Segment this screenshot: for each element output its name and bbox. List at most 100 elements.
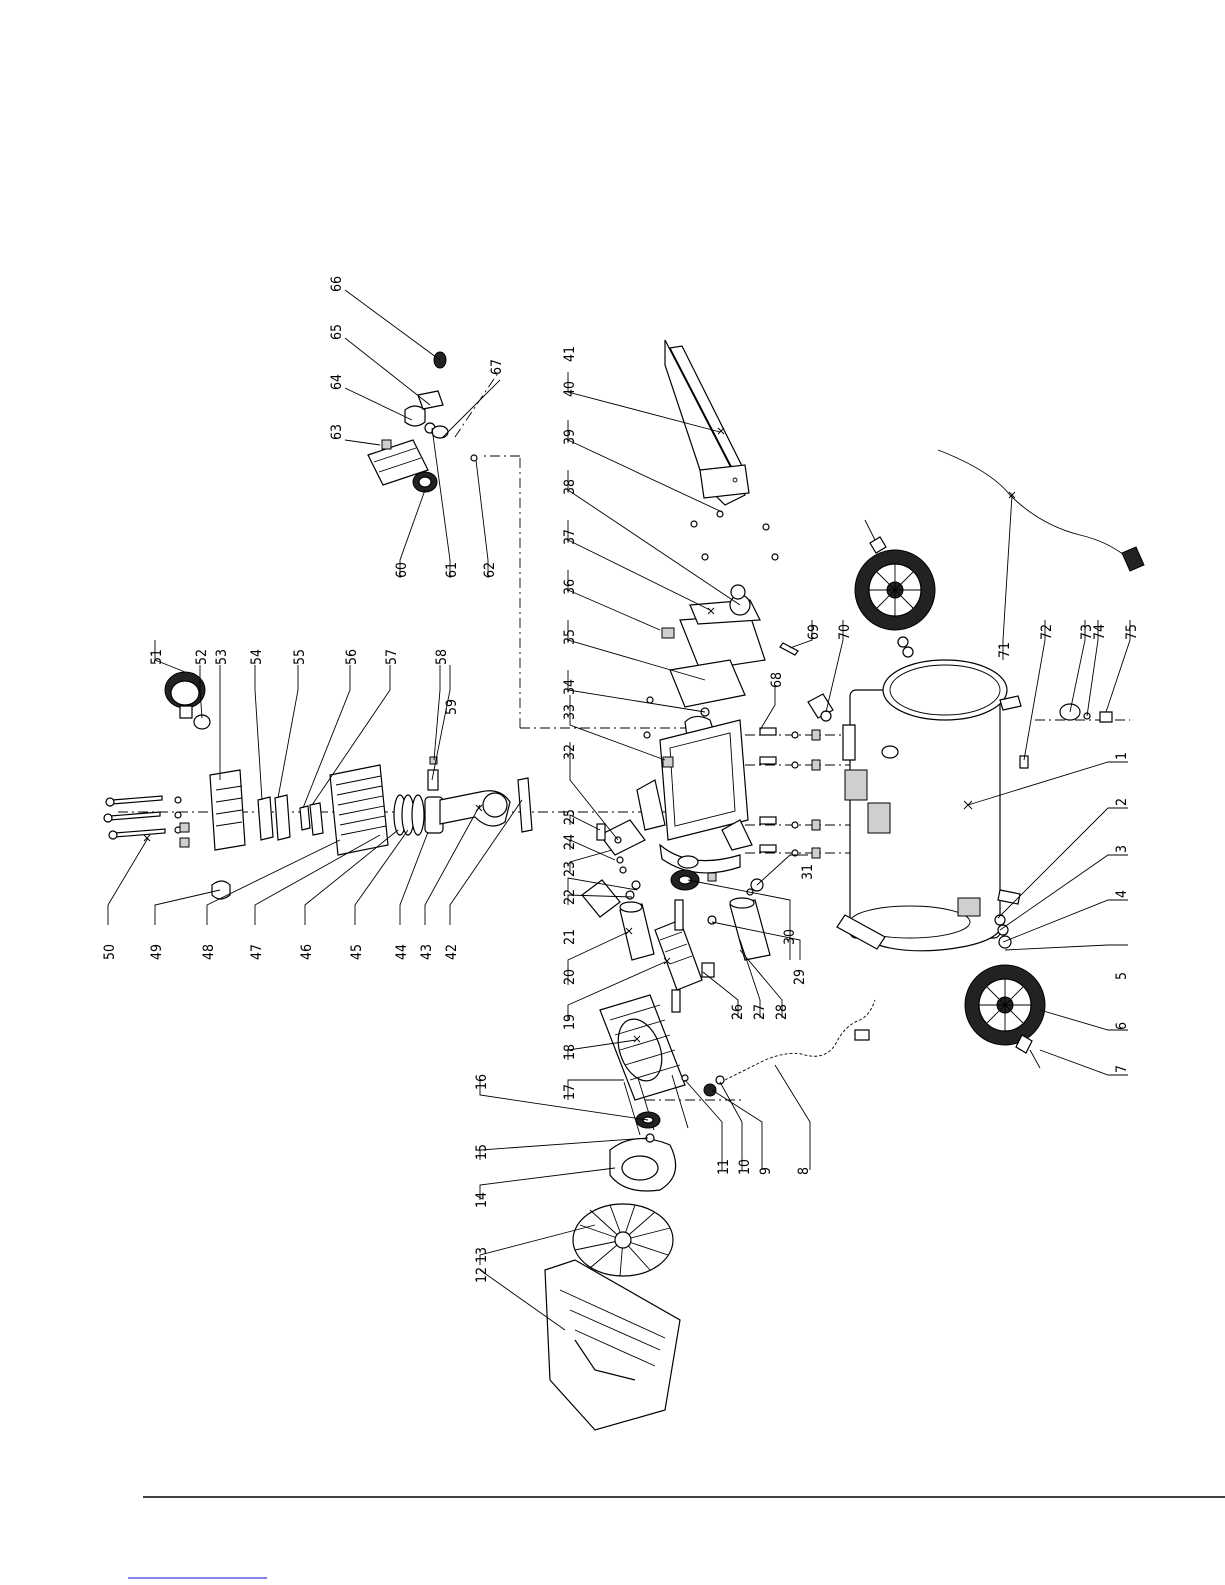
endshield-14-16 xyxy=(610,1112,676,1191)
label-57: 57 xyxy=(384,649,400,665)
label-49: 49 xyxy=(149,944,165,960)
label-75: 75 xyxy=(1124,624,1140,640)
label-56: 56 xyxy=(344,649,360,665)
label-7: 7 xyxy=(1114,1065,1130,1073)
label-44: 44 xyxy=(394,944,410,960)
label-51: 51 xyxy=(149,649,165,665)
crankcase xyxy=(637,720,752,873)
cylinder-head-53 xyxy=(210,770,245,850)
rotor-19 xyxy=(655,900,702,1012)
label-20: 20 xyxy=(562,969,578,985)
label-65: 65 xyxy=(329,324,345,340)
label-14: 14 xyxy=(474,1192,490,1208)
label-40: 40 xyxy=(562,381,578,397)
label-6: 6 xyxy=(1114,1022,1130,1030)
label-52: 52 xyxy=(194,649,210,665)
label-27: 27 xyxy=(752,1004,768,1020)
feet-screws xyxy=(760,728,820,858)
filter-51-52 xyxy=(165,672,210,729)
label-53: 53 xyxy=(214,649,230,665)
label-63: 63 xyxy=(329,424,345,440)
label-32: 32 xyxy=(562,744,578,760)
screws-40 xyxy=(691,511,778,560)
label-70: 70 xyxy=(837,624,853,640)
cylinder-48 xyxy=(330,765,388,855)
label-55: 55 xyxy=(292,649,308,665)
sensor-26 xyxy=(702,963,714,977)
label-8: 8 xyxy=(796,1167,812,1175)
capacitor-27-28 xyxy=(730,898,770,960)
power-cable xyxy=(938,450,1144,571)
label-2: 2 xyxy=(1114,798,1130,806)
label-1: 1 xyxy=(1114,752,1130,760)
label-38: 38 xyxy=(562,479,578,495)
label-46: 46 xyxy=(299,944,315,960)
label-10: 10 xyxy=(737,1159,753,1175)
label-71: 71 xyxy=(997,642,1013,658)
label-54: 54 xyxy=(249,649,265,665)
pressure-switch-cover xyxy=(662,585,765,670)
label-30: 30 xyxy=(782,929,798,945)
regulator-group xyxy=(368,352,477,492)
label-74: 74 xyxy=(1092,624,1108,640)
label-58: 58 xyxy=(434,649,450,665)
label-34: 34 xyxy=(562,679,578,695)
label-37: 37 xyxy=(562,529,578,545)
label-11: 11 xyxy=(716,1159,732,1175)
nuts-9-11 xyxy=(682,1075,724,1096)
label-39: 39 xyxy=(562,429,578,445)
valve-plates-54-57 xyxy=(258,795,323,840)
valve-73-75 xyxy=(1060,704,1112,722)
label-66: 66 xyxy=(329,276,345,292)
capacitor-22 xyxy=(582,880,620,917)
bolts-50 xyxy=(104,796,189,847)
capacitor-20 xyxy=(620,902,654,960)
label-61: 61 xyxy=(444,562,460,578)
elbow-49 xyxy=(212,881,230,899)
label-15: 15 xyxy=(474,1144,490,1160)
label-17: 17 xyxy=(562,1084,578,1100)
label-16: 16 xyxy=(474,1074,490,1090)
label-48: 48 xyxy=(201,944,217,960)
label-29: 29 xyxy=(792,969,808,985)
label-43: 43 xyxy=(419,944,435,960)
label-62: 62 xyxy=(482,562,498,578)
piston-rings-44-46 xyxy=(394,795,443,835)
label-36: 36 xyxy=(562,579,578,595)
label-41: 41 xyxy=(562,346,578,362)
label-35: 35 xyxy=(562,629,578,645)
label-60: 60 xyxy=(394,562,410,578)
label-67: 67 xyxy=(489,359,505,375)
label-26: 26 xyxy=(730,1004,746,1020)
gasket-42 xyxy=(518,778,532,832)
plate-36 xyxy=(670,660,745,707)
label-42: 42 xyxy=(444,944,460,960)
label-4: 4 xyxy=(1114,890,1130,898)
label-28: 28 xyxy=(774,1004,790,1020)
label-72: 72 xyxy=(1039,624,1055,640)
label-59: 59 xyxy=(444,699,460,715)
label-22: 22 xyxy=(562,889,578,905)
wheel-lower xyxy=(965,965,1045,1068)
label-68: 68 xyxy=(769,672,785,688)
hose-69-70 xyxy=(780,643,833,721)
label-31: 31 xyxy=(800,864,816,880)
label-5: 5 xyxy=(1114,972,1130,980)
label-12-13: 12 13 xyxy=(474,1247,490,1283)
label-21: 21 xyxy=(562,929,578,945)
label-50: 50 xyxy=(102,944,118,960)
fan-12-13 xyxy=(573,1204,673,1276)
air-tank xyxy=(837,660,1021,951)
label-9: 9 xyxy=(758,1167,774,1175)
label-64: 64 xyxy=(329,374,345,390)
cable-8 xyxy=(725,1000,875,1080)
label-45: 45 xyxy=(349,944,365,960)
label-25: 25 xyxy=(562,809,578,825)
handle xyxy=(665,340,749,505)
label-19: 19 xyxy=(562,1014,578,1030)
wheel-upper xyxy=(855,520,935,630)
label-24: 24 xyxy=(562,834,578,850)
connecting-rod-43 xyxy=(440,791,510,826)
label-18: 18 xyxy=(562,1044,578,1060)
